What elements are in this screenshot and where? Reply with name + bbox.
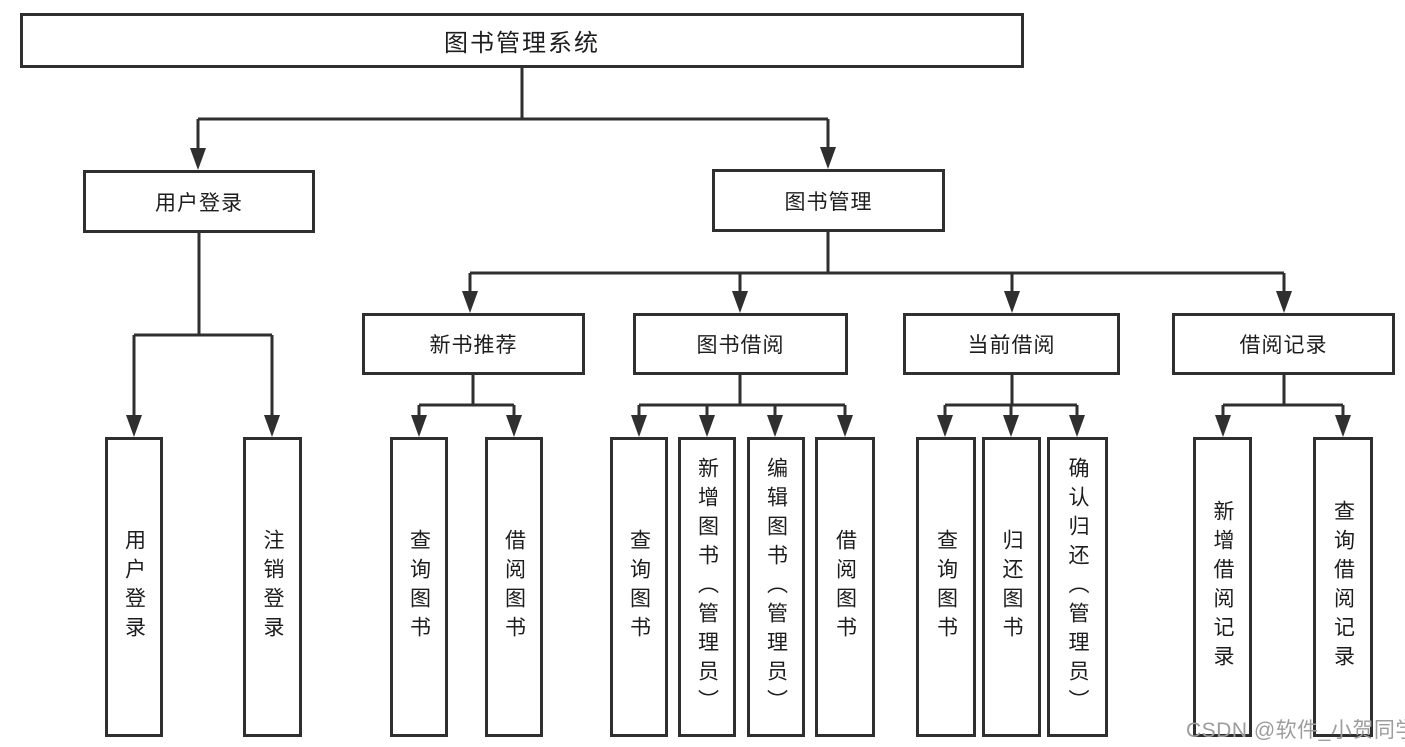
node-label: 图书借阅 bbox=[696, 334, 785, 357]
node-label: 图书管理 bbox=[784, 190, 873, 214]
leaf-label: 借阅图书 bbox=[833, 529, 857, 645]
leaf-borrow-edit-book-admin: 编辑图书（管理员） bbox=[747, 437, 805, 737]
node-book-management: 图书管理 bbox=[712, 169, 945, 232]
leaf-records-query-record: 查询借阅记录 bbox=[1313, 437, 1373, 737]
leaf-current-confirm-return-admin: 确认归还（管理员） bbox=[1047, 437, 1108, 737]
node-root-library-system: 图书管理系统 bbox=[20, 13, 1024, 68]
connector-user-login-to-leaves bbox=[126, 233, 280, 437]
leaf-borrow-add-book-admin: 新增图书（管理员） bbox=[678, 437, 736, 737]
leaf-user-login: 用户登录 bbox=[105, 437, 163, 737]
node-label: 当前借阅 bbox=[967, 334, 1056, 357]
connector-book-borrow-to-leaves bbox=[631, 375, 853, 437]
leaf-borrow-borrow-book: 借阅图书 bbox=[815, 437, 875, 737]
leaf-label: 新增图书（管理员） bbox=[695, 456, 719, 718]
csdn-watermark: CSDN @软件_小贺同学 bbox=[1186, 719, 1405, 742]
leaf-label: 借阅图书 bbox=[502, 529, 526, 645]
connector-new-book-recommend-to-leaves bbox=[411, 375, 522, 437]
node-label: 借阅记录 bbox=[1239, 334, 1328, 357]
connector-book-mgmt-to-level3 bbox=[462, 232, 1292, 313]
leaf-recommend-query-book: 查询图书 bbox=[390, 437, 448, 737]
leaf-label: 查询图书 bbox=[407, 529, 431, 645]
leaf-label: 确认归还（管理员） bbox=[1066, 456, 1089, 718]
node-book-borrow: 图书借阅 bbox=[633, 313, 848, 375]
node-new-book-recommend: 新书推荐 bbox=[362, 313, 585, 375]
leaf-borrow-query-book: 查询图书 bbox=[610, 437, 668, 737]
leaf-recommend-borrow-book: 借阅图书 bbox=[485, 437, 543, 737]
leaf-label: 查询图书 bbox=[934, 529, 958, 645]
leaf-label: 归还图书 bbox=[1000, 529, 1023, 645]
leaf-label: 查询借阅记录 bbox=[1331, 500, 1355, 674]
node-label: 新书推荐 bbox=[429, 334, 518, 357]
leaf-records-add-record: 新增借阅记录 bbox=[1193, 437, 1252, 737]
leaf-label: 新增借阅记录 bbox=[1211, 500, 1234, 674]
node-borrow-records: 借阅记录 bbox=[1172, 313, 1395, 375]
leaf-current-return-book: 归还图书 bbox=[982, 437, 1041, 737]
node-label: 图书管理系统 bbox=[444, 30, 600, 57]
node-user-login: 用户登录 bbox=[83, 170, 315, 233]
leaf-label: 编辑图书（管理员） bbox=[764, 456, 788, 718]
connector-current-borrow-to-leaves bbox=[937, 375, 1085, 437]
node-label: 用户登录 bbox=[155, 191, 243, 215]
node-current-borrow: 当前借阅 bbox=[903, 313, 1120, 375]
leaf-current-query-book: 查询图书 bbox=[916, 437, 976, 737]
leaf-logout: 注销登录 bbox=[243, 437, 302, 737]
connector-borrow-records-to-leaves bbox=[1215, 375, 1351, 437]
leaf-label: 注销登录 bbox=[261, 529, 284, 645]
connector-root-to-level2 bbox=[190, 68, 836, 170]
leaf-label: 用户登录 bbox=[122, 529, 146, 645]
leaf-label: 查询图书 bbox=[627, 529, 651, 645]
